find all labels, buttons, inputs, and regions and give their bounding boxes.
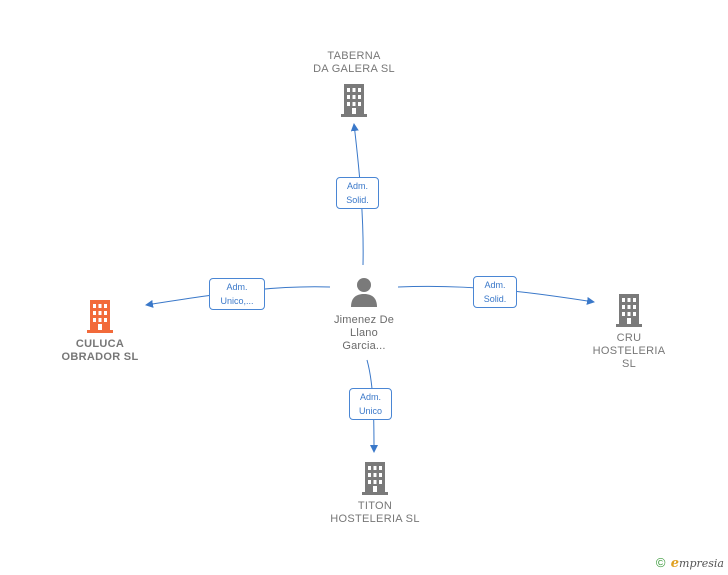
company-name-left: CULUCA OBRADOR SL: [61, 338, 139, 363]
company-name-right: CRU HOSTELERIA SL: [592, 332, 666, 370]
edge-label-bottom[interactable]: Adm. Unico: [349, 388, 392, 420]
company-node-bottom[interactable]: TITON HOSTELERIA SL: [316, 460, 434, 526]
edge-label-top[interactable]: Adm. Solid.: [336, 177, 379, 209]
person-node-center[interactable]: Jimenez De Llano Garcia...: [318, 276, 410, 353]
company-node-top[interactable]: TABERNA DA GALERA SL: [296, 50, 412, 118]
building-icon: [341, 84, 367, 117]
brand-logo-text: mpresia: [679, 557, 724, 570]
edge-label-left[interactable]: Adm. Unico,...: [209, 278, 265, 310]
building-icon: [362, 462, 388, 495]
company-name-top: TABERNA DA GALERA SL: [313, 50, 395, 75]
copyright-symbol: ©: [655, 555, 666, 570]
brand-logo-initial: e: [670, 556, 680, 571]
building-icon-highlight: [87, 300, 113, 333]
edge-label-right[interactable]: Adm. Solid.: [473, 276, 517, 308]
building-icon: [616, 294, 642, 327]
person-name-center: Jimenez De Llano Garcia...: [333, 314, 395, 352]
person-icon: [351, 278, 377, 307]
brand-footer: © empresia: [656, 555, 724, 571]
company-name-bottom: TITON HOSTELERIA SL: [330, 500, 420, 525]
company-node-right[interactable]: CRU HOSTELERIA SL: [578, 292, 680, 371]
company-node-left[interactable]: CULUCA OBRADOR SL: [40, 298, 160, 364]
